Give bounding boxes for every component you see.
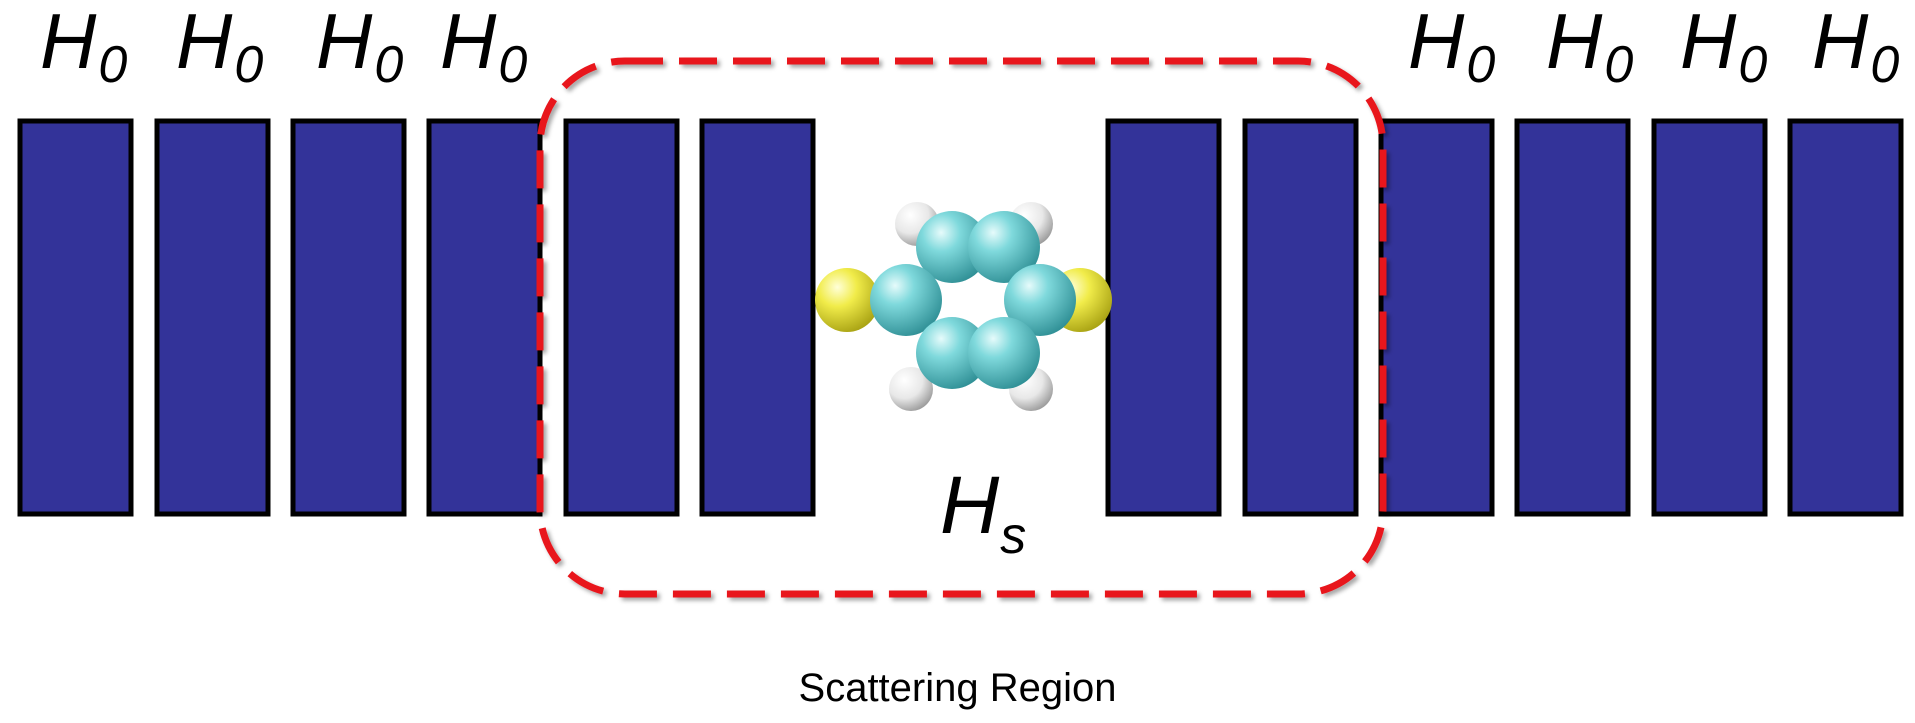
lead-block-left-3 (290, 118, 407, 517)
lead-hamiltonian-label-right-2: H0 (1546, 2, 1633, 91)
scattering-block-right-2 (1242, 118, 1359, 517)
lead-block-left-2 (154, 118, 271, 517)
lead-hamiltonian-subscript: 0 (1604, 36, 1634, 94)
lead-hamiltonian-symbol: H (176, 0, 233, 85)
lead-hamiltonian-symbol: H (316, 0, 373, 85)
carbon-atom (916, 211, 988, 283)
lead-block-right-3 (1651, 118, 1768, 517)
lead-hamiltonian-label-left-1: H0 (40, 2, 127, 91)
lead-hamiltonian-label-right-1: H0 (1408, 2, 1495, 91)
ring-center (968, 291, 986, 309)
sulfur-atom-left (815, 268, 879, 332)
scattering-hamiltonian-symbol: H (940, 460, 1000, 551)
lead-hamiltonian-subscript: 0 (498, 36, 528, 94)
hydrogen-atom (889, 367, 933, 411)
lead-hamiltonian-label-left-2: H0 (176, 2, 263, 91)
lead-block-left-1 (17, 118, 134, 517)
lead-hamiltonian-symbol: H (1680, 0, 1737, 85)
lead-hamiltonian-label-right-3: H0 (1680, 2, 1767, 91)
scattering-block-right-1 (1105, 118, 1222, 517)
electrode-blocks (17, 118, 1904, 517)
scattering-block-left-2 (699, 118, 816, 517)
scattering-hamiltonian-subscript: s (1000, 507, 1027, 565)
scattering-block-left-1 (563, 118, 680, 517)
lead-hamiltonian-symbol: H (40, 0, 97, 85)
benzene-dithiol-molecule-icon (815, 202, 1112, 411)
lead-hamiltonian-symbol: H (1408, 0, 1465, 85)
scattering-hamiltonian-label: Hs (940, 465, 1027, 565)
lead-hamiltonian-subscript: 0 (1738, 36, 1768, 94)
scattering-region-caption: Scattering Region (798, 666, 1117, 710)
lead-hamiltonian-symbol: H (1812, 0, 1869, 85)
lead-hamiltonian-label-left-3: H0 (316, 2, 403, 91)
lead-hamiltonian-subscript: 0 (98, 36, 128, 94)
lead-hamiltonian-symbol: H (1546, 0, 1603, 85)
carbon-atom (968, 317, 1040, 389)
carbon-atom (916, 317, 988, 389)
lead-hamiltonian-subscript: 0 (234, 36, 264, 94)
lead-hamiltonian-label-left-4: H0 (440, 2, 527, 91)
lead-block-left-4 (426, 118, 543, 517)
lead-block-right-2 (1514, 118, 1631, 517)
lead-hamiltonian-symbol: H (440, 0, 497, 85)
lead-hamiltonian-subscript: 0 (374, 36, 404, 94)
lead-hamiltonian-label-right-4: H0 (1812, 2, 1899, 91)
scattering-region-outline (536, 57, 1387, 598)
lead-hamiltonian-subscript: 0 (1870, 36, 1900, 94)
carbon-atom (968, 211, 1040, 283)
carbon-atom (870, 264, 942, 336)
carbon-atom (1004, 264, 1076, 336)
lead-block-right-4 (1787, 118, 1904, 517)
lead-block-right-1 (1378, 118, 1495, 517)
lead-hamiltonian-subscript: 0 (1466, 36, 1496, 94)
